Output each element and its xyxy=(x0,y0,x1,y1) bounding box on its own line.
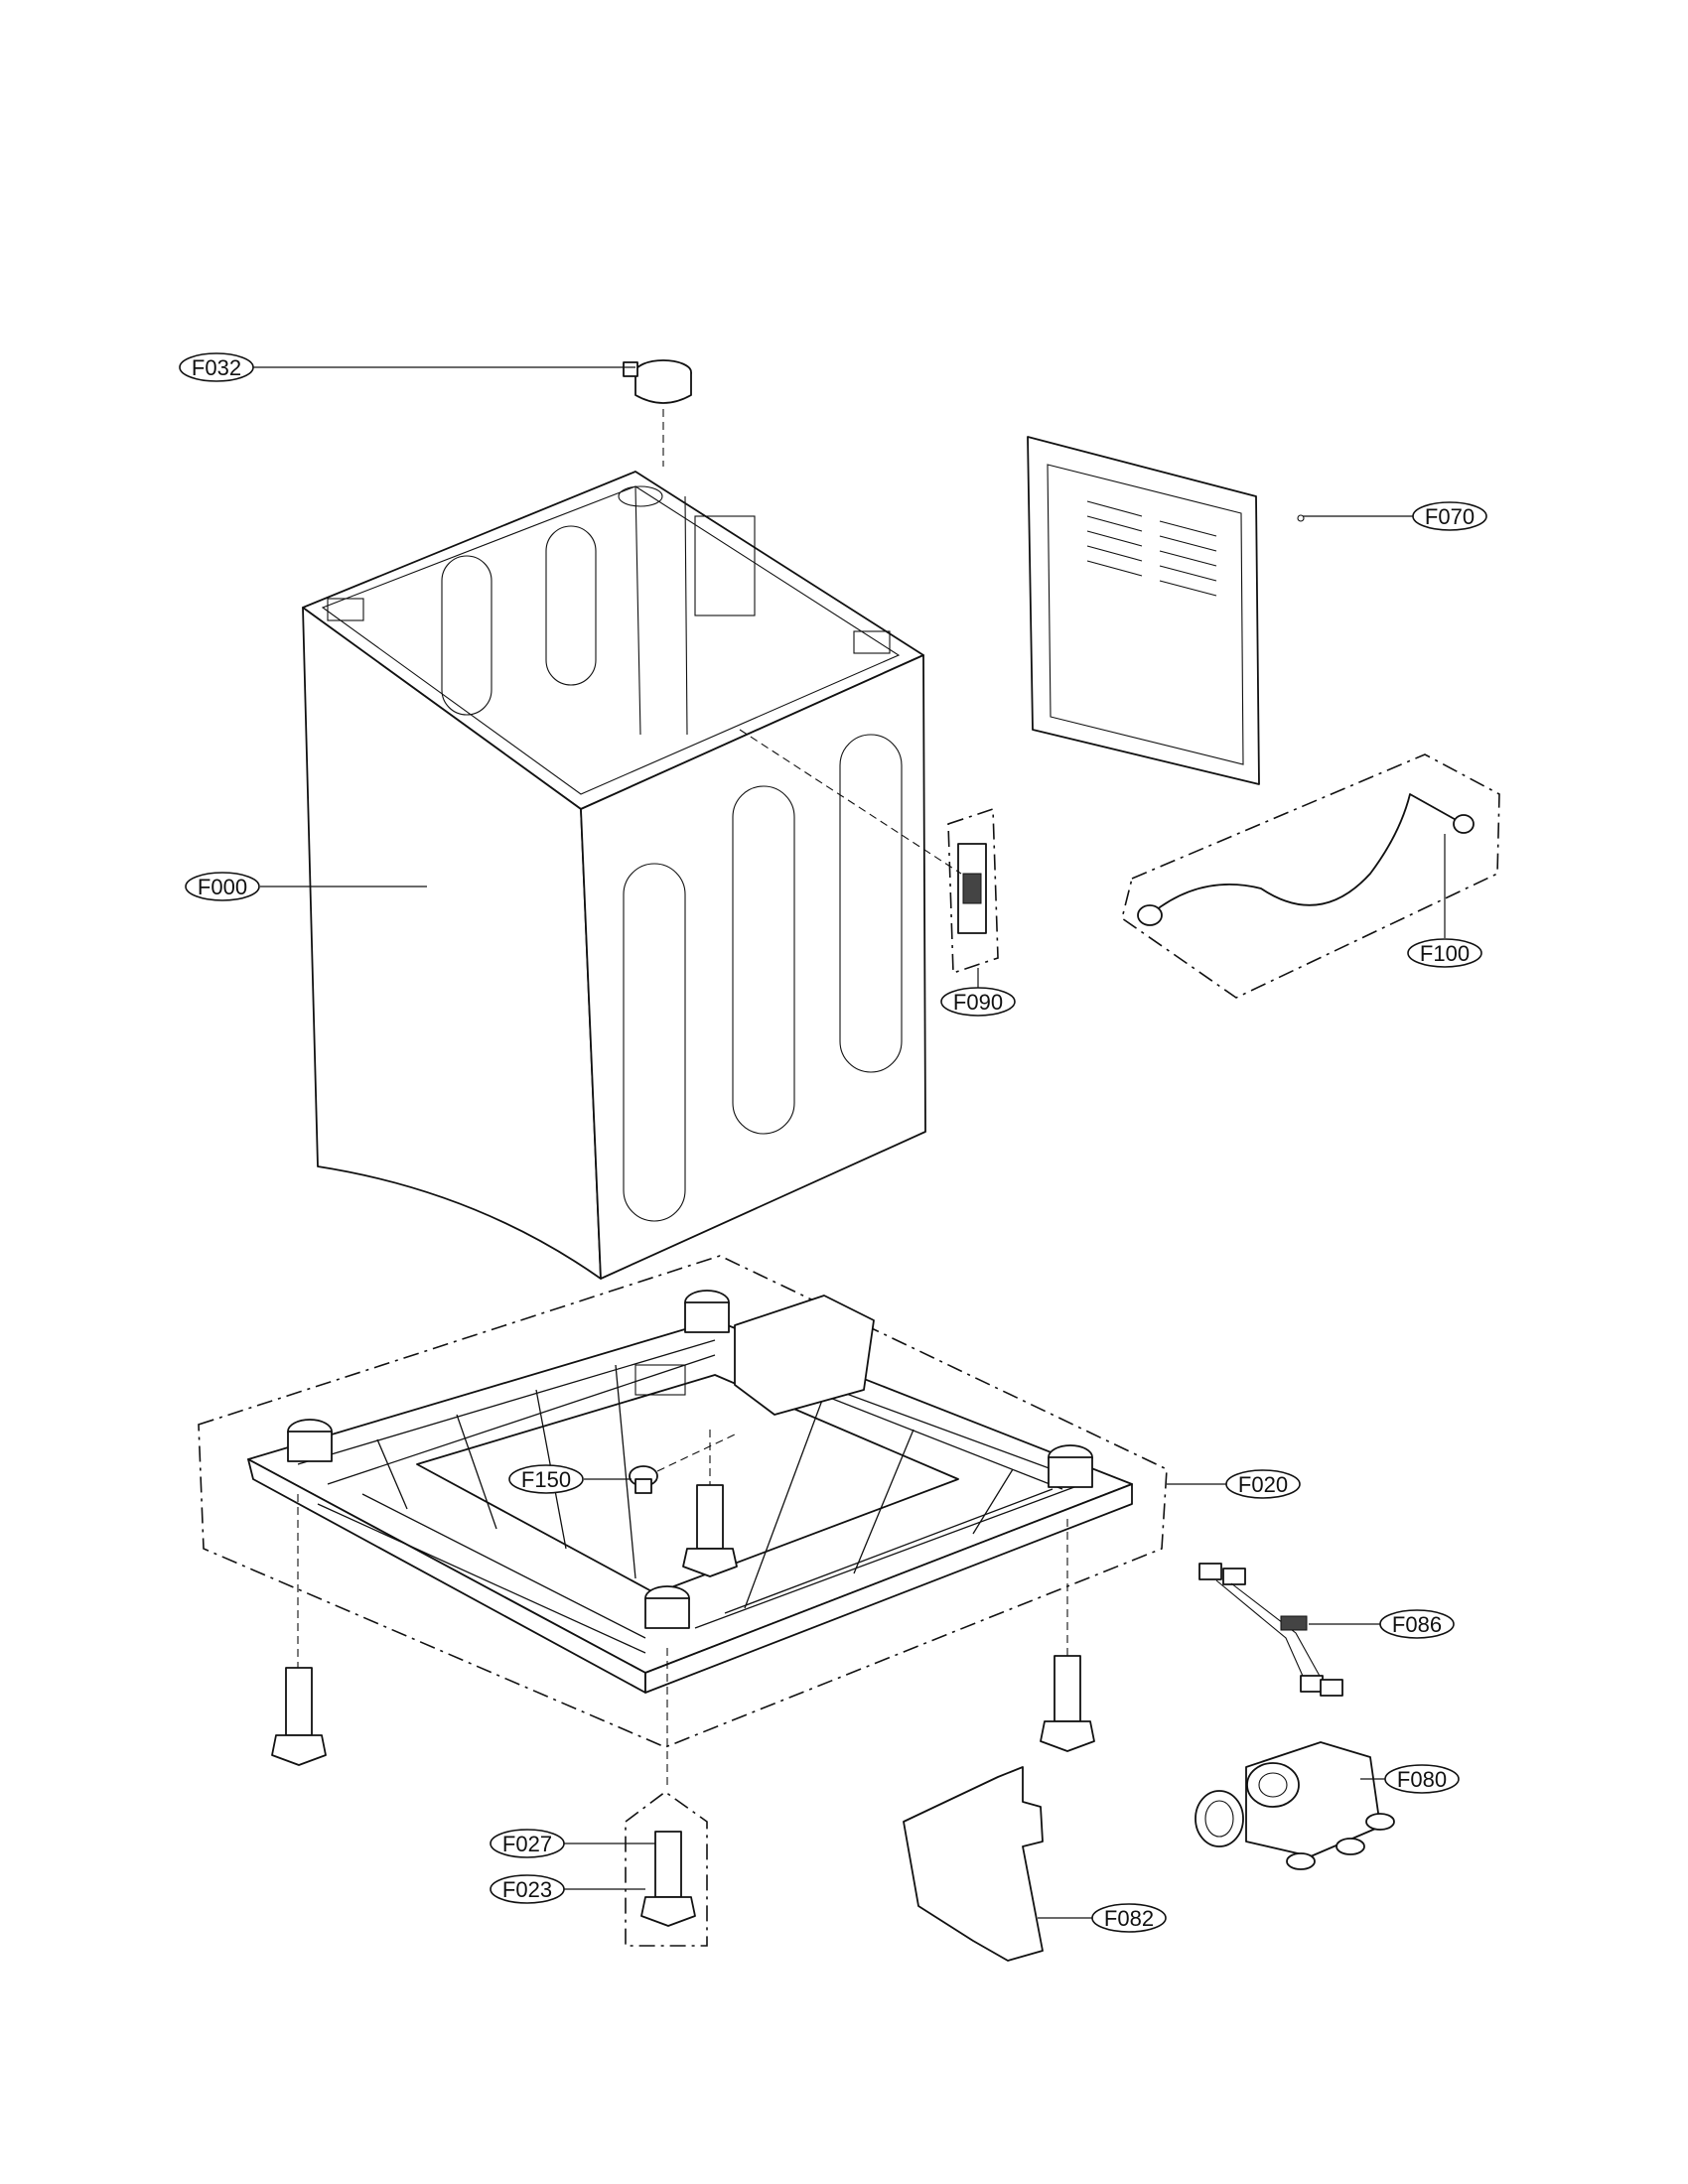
part-f000-cabinet xyxy=(302,471,926,1280)
callout-f086-text: F086 xyxy=(1392,1612,1442,1637)
callout-f000-text: F000 xyxy=(198,875,247,899)
callout-f070: F070 xyxy=(1412,501,1487,531)
callout-f080: F080 xyxy=(1384,1764,1460,1794)
leveling-foot-right xyxy=(1040,1519,1095,1752)
leveling-foot-left xyxy=(271,1494,327,1766)
leveling-foot-center xyxy=(682,1430,738,1577)
part-f027-f023-foot xyxy=(625,1648,708,1947)
part-f082-sheet xyxy=(903,1766,1044,1962)
callout-f080-text: F080 xyxy=(1397,1767,1447,1792)
vent-slots xyxy=(1086,500,1217,597)
callout-f082: F082 xyxy=(1091,1903,1167,1933)
callout-f000: F000 xyxy=(185,872,260,901)
callout-f020: F020 xyxy=(1225,1469,1301,1499)
callout-f082-text: F082 xyxy=(1104,1906,1154,1931)
part-f090-switch xyxy=(739,729,999,975)
leader-lines xyxy=(250,366,1446,1919)
part-f100-hose xyxy=(1121,753,1500,999)
callout-f032-text: F032 xyxy=(192,355,241,380)
part-f032-clamp xyxy=(623,359,692,467)
base-ribs xyxy=(297,1339,1093,1654)
callout-f027: F027 xyxy=(490,1829,565,1858)
callout-f032: F032 xyxy=(179,352,254,382)
callout-f150: F150 xyxy=(508,1464,584,1494)
callout-f100: F100 xyxy=(1407,938,1482,968)
callout-f023: F023 xyxy=(490,1874,565,1904)
part-f150-screw xyxy=(629,1433,736,1494)
callout-f150-text: F150 xyxy=(521,1467,571,1492)
callout-f027-text: F027 xyxy=(502,1832,552,1856)
part-f086-harness xyxy=(1198,1563,1343,1697)
part-f020-base xyxy=(198,1255,1168,1748)
callout-f070-text: F070 xyxy=(1425,504,1475,529)
callout-f100-text: F100 xyxy=(1420,941,1470,966)
callout-f020-text: F020 xyxy=(1238,1472,1288,1497)
callout-f090: F090 xyxy=(940,987,1016,1017)
part-f070-panel xyxy=(1027,436,1305,785)
callout-f086: F086 xyxy=(1379,1609,1455,1639)
part-f080-pump xyxy=(1195,1741,1395,1870)
callout-f023-text: F023 xyxy=(502,1877,552,1902)
callout-f090-text: F090 xyxy=(953,990,1003,1015)
